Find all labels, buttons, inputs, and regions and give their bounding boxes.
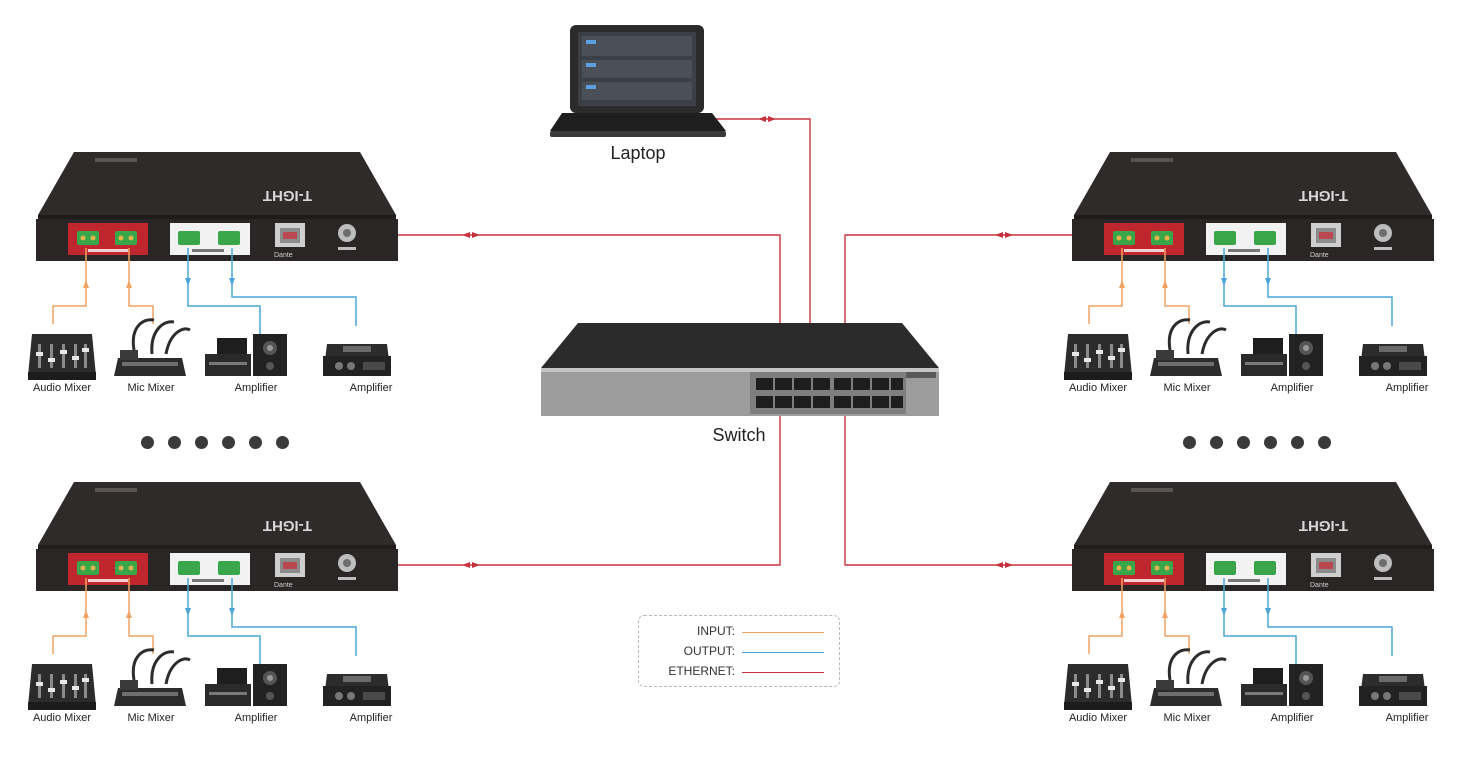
mic-mixer-label: Mic Mixer: [127, 712, 175, 724]
devices-top-left: [28, 318, 391, 380]
devices-bottom-right: [1064, 648, 1427, 710]
mic-mixer-label: Mic Mixer: [1163, 712, 1211, 724]
laptop-label: Laptop: [610, 143, 666, 163]
mic-mixer-label: Mic Mixer: [127, 382, 175, 394]
legend-output-label: OUTPUT:: [683, 644, 735, 658]
more-units-ellipsis-right: [1183, 436, 1331, 449]
amplifier-label: Amplifier: [1270, 382, 1314, 394]
amplifier-label: Amplifier: [349, 712, 393, 724]
audio-mixer-label: Audio Mixer: [32, 382, 92, 394]
io-wires-top-left: [52, 247, 357, 351]
audio-mixer-label: Audio Mixer: [1068, 382, 1128, 394]
legend-input-row: INPUT:: [639, 624, 839, 642]
dante-unit-bottom-right: [1072, 482, 1434, 591]
amplifier-label: Amplifier: [1385, 382, 1429, 394]
amplifier-label: Amplifier: [234, 712, 278, 724]
legend: INPUT: OUTPUT: ETHERNET:: [638, 615, 840, 687]
amplifier-label: Amplifier: [1270, 712, 1314, 724]
legend-output-swatch: [742, 652, 824, 653]
amplifier-label: Amplifier: [1385, 712, 1429, 724]
switch-label: Switch: [712, 425, 766, 445]
devices-bottom-left: [28, 648, 391, 710]
io-wires-top-right: [1088, 247, 1393, 351]
io-wires-bottom-left: [52, 577, 357, 681]
more-units-ellipsis-left: [141, 436, 289, 449]
legend-ethernet-swatch: [742, 672, 824, 673]
devices-top-right: [1064, 318, 1427, 380]
legend-input-swatch: [742, 632, 824, 633]
laptop: [550, 25, 726, 137]
io-wires-bottom-right: [1088, 577, 1393, 681]
dante-unit-top-right: [1072, 152, 1434, 261]
amplifier-label: Amplifier: [349, 382, 393, 394]
amplifier-label: Amplifier: [234, 382, 278, 394]
legend-input-label: INPUT:: [696, 624, 735, 638]
legend-ethernet-label: ETHERNET:: [668, 664, 735, 678]
audio-mixer-label: Audio Mixer: [32, 712, 92, 724]
mic-mixer-label: Mic Mixer: [1163, 382, 1211, 394]
audio-mixer-label: Audio Mixer: [1068, 712, 1128, 724]
ethernet-arrows: [462, 116, 1013, 568]
dante-unit-top-left: [36, 152, 398, 261]
dante-unit-bottom-left: [36, 482, 398, 591]
legend-output-row: OUTPUT:: [639, 644, 839, 662]
network-switch: [541, 323, 939, 416]
legend-ethernet-row: ETHERNET:: [639, 664, 839, 682]
